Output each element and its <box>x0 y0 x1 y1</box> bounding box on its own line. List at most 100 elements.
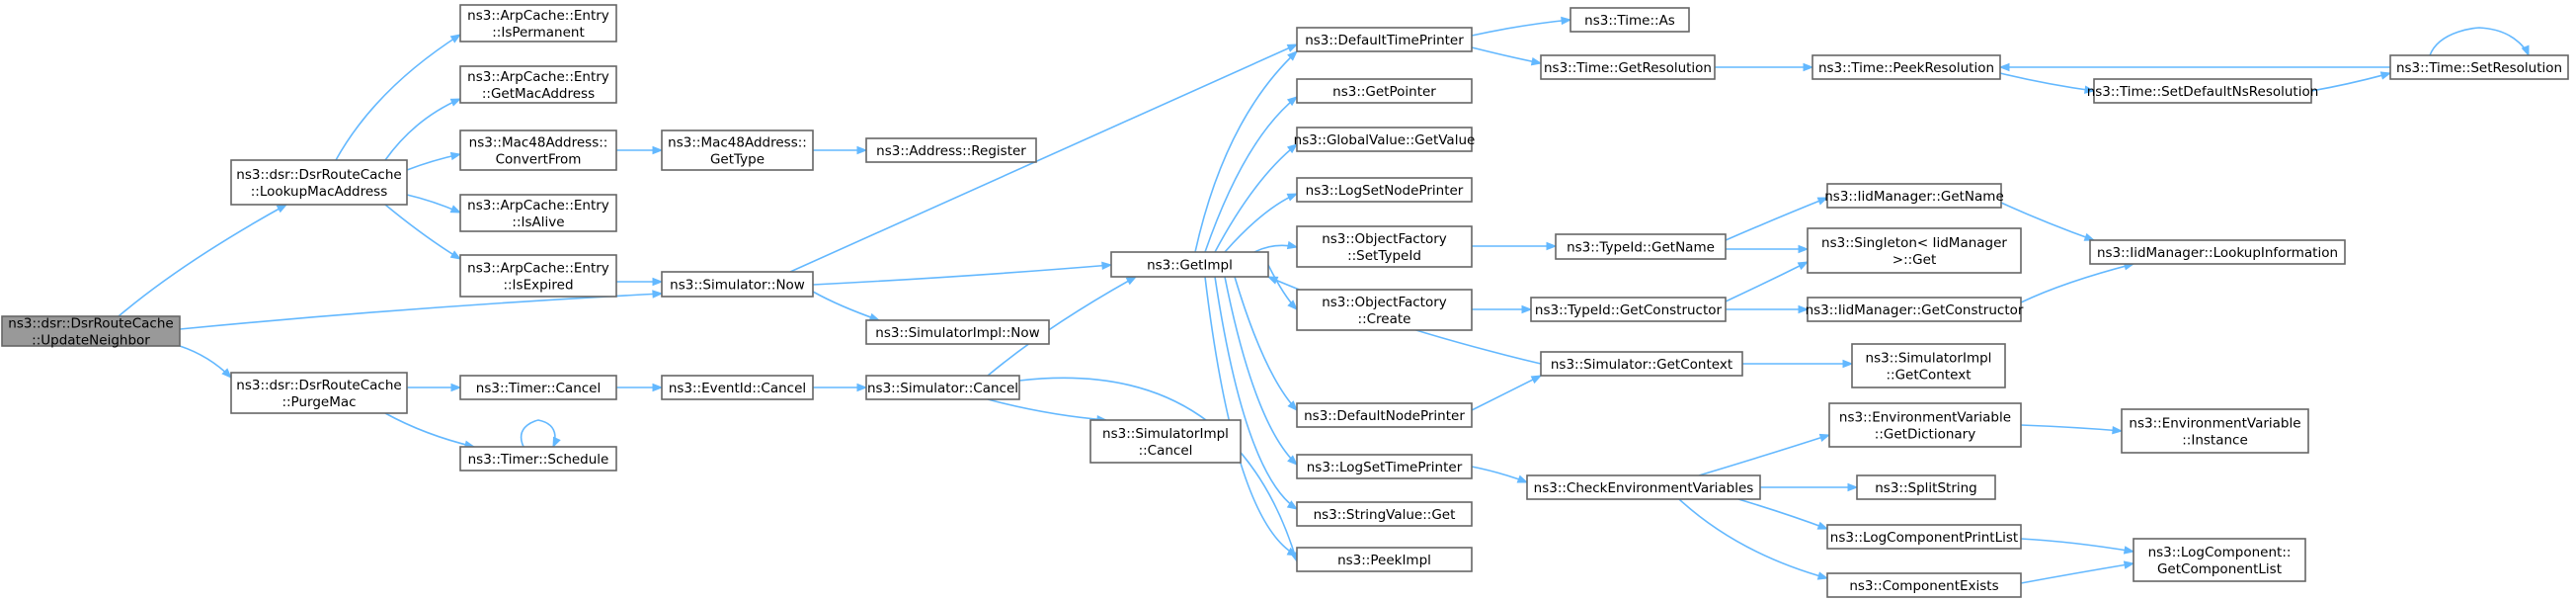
edge-getimpl-to-peekimpl <box>1204 276 1299 557</box>
arrowhead <box>449 34 462 43</box>
node-eventidcancel[interactable]: ns3::EventId::Cancel <box>661 375 814 400</box>
edge-iidgetctor-to-iidlookup <box>2020 262 2135 303</box>
node-box <box>1570 7 1690 33</box>
node-gvgetvalue[interactable]: ns3::GlobalValue::GetValue <box>1294 127 1476 152</box>
node-simcancel[interactable]: ns3::Simulator::Cancel <box>865 375 1020 400</box>
node-lookupmac[interactable]: ns3::dsr::DsrRouteCache::LookupMacAddres… <box>230 159 408 206</box>
node-label: ::Cancel <box>1139 443 1193 459</box>
node-componentexists[interactable]: ns3::ComponentExists <box>1826 572 2022 598</box>
node-label: ns3::ComponentExists <box>1849 578 1998 594</box>
node-typeidgetctor[interactable]: ns3::TypeId::GetConstructor <box>1530 297 1727 322</box>
node-box <box>1296 402 1473 428</box>
node-envinstance[interactable]: ns3::EnvironmentVariable::Instance <box>2121 408 2309 454</box>
node-defnodeprinter[interactable]: ns3::DefaultNodePrinter <box>1296 402 1473 428</box>
arrowhead <box>449 98 462 107</box>
node-timesetres[interactable]: ns3::Time::SetResolution <box>2389 54 2569 80</box>
node-updateneighbor[interactable]: ns3::dsr::DsrRouteCache::UpdateNeighbor <box>1 315 181 349</box>
edge-checkenv-to-componentexists <box>1678 498 1829 580</box>
node-typeidgetname[interactable]: ns3::TypeId::GetName <box>1555 233 1727 260</box>
edge-checkenv-to-splitstring <box>1759 482 1859 492</box>
node-label: ns3::GetImpl <box>1147 258 1233 274</box>
node-ofsettypeid[interactable]: ns3::ObjectFactory::SetTypeId <box>1296 225 1473 268</box>
edge-simcancel-to-peekimpl <box>1018 377 1299 563</box>
node-logcompgetlist[interactable]: ns3::LogComponent::GetComponentList <box>2133 538 2306 582</box>
node-box <box>230 372 408 414</box>
node-label: ns3::Simulator::GetContext <box>1551 357 1732 373</box>
node-label: ::GetMacAddress <box>482 86 595 102</box>
arrowhead <box>1266 276 1279 285</box>
node-label: ::IsExpired <box>503 278 573 294</box>
node-box <box>661 375 814 400</box>
node-label: ConvertFrom <box>496 152 582 168</box>
node-isalive[interactable]: ns3::ArpCache::Entry::IsAlive <box>459 194 617 232</box>
node-box <box>459 375 617 400</box>
node-purgemac[interactable]: ns3::dsr::DsrRouteCache::PurgeMac <box>230 372 408 414</box>
node-box <box>1296 454 1473 479</box>
node-label: ns3::SplitString <box>1875 480 1977 496</box>
node-label: ns3::dsr::DsrRouteCache <box>236 167 401 183</box>
arrowhead <box>1816 197 1829 206</box>
node-logcompprintlist[interactable]: ns3::LogComponentPrintList <box>1826 524 2022 550</box>
node-timercancel[interactable]: ns3::Timer::Cancel <box>459 375 617 400</box>
edge-mac48gettype-to-addrregister <box>812 145 868 155</box>
node-simimplnow[interactable]: ns3::SimulatorImpl::Now <box>865 319 1050 345</box>
node-simimplgetcontext[interactable]: ns3::SimulatorImpl::GetContext <box>1851 343 2006 388</box>
node-addrregister[interactable]: ns3::Address::Register <box>865 137 1037 163</box>
node-ispermanent[interactable]: ns3::ArpCache::Entry::IsPermanent <box>459 4 617 43</box>
node-getmacaddress[interactable]: ns3::ArpCache::Entry::GetMacAddress <box>459 65 617 104</box>
node-timepeekres[interactable]: ns3::Time::PeekResolution <box>1811 54 2001 80</box>
node-timegetres[interactable]: ns3::Time::GetResolution <box>1540 54 1716 80</box>
node-box <box>1828 402 2022 448</box>
node-mac48gettype[interactable]: ns3::Mac48Address::GetType <box>661 129 814 171</box>
edge-simcancel-to-simimplcancel <box>987 398 1108 424</box>
node-box <box>2389 54 2569 80</box>
node-box <box>1807 297 2022 322</box>
node-stringvalueget[interactable]: ns3::StringValue::Get <box>1296 501 1473 527</box>
node-iidgetctor[interactable]: ns3::IidManager::GetConstructor <box>1806 297 2024 322</box>
node-isexpired[interactable]: ns3::ArpCache::Entry::IsExpired <box>459 254 617 298</box>
edge-isexpired-to-simnow <box>616 277 664 287</box>
node-label: ns3::Time::PeekResolution <box>1818 60 1994 76</box>
node-logsetnodeprinter[interactable]: ns3::LogSetNodePrinter <box>1296 177 1473 203</box>
node-peekimpl[interactable]: ns3::PeekImpl <box>1296 547 1473 572</box>
node-label: ::Create <box>1358 311 1411 327</box>
edge-checkenv-to-logcompprintlist <box>1737 498 1829 530</box>
edge-line <box>1214 276 1298 510</box>
node-simimplcancel[interactable]: ns3::SimulatorImpl::Cancel <box>1089 419 1242 464</box>
node-envgetdict[interactable]: ns3::EnvironmentVariable::GetDictionary <box>1828 402 2022 448</box>
node-convertfrom[interactable]: ns3::Mac48Address::ConvertFrom <box>459 129 617 171</box>
node-box <box>865 375 1020 400</box>
node-checkenv[interactable]: ns3::CheckEnvironmentVariables <box>1526 474 1761 500</box>
node-iidgetname[interactable]: ns3::IidManager::GetName <box>1824 183 2004 209</box>
arrowhead <box>1286 96 1299 107</box>
node-getimpl[interactable]: ns3::GetImpl <box>1110 251 1269 278</box>
node-label: ns3::TypeId::GetConstructor <box>1535 302 1723 318</box>
node-label: ns3::SimulatorImpl <box>1102 426 1229 442</box>
node-deftimeprinter[interactable]: ns3::DefaultTimePrinter <box>1296 27 1473 52</box>
node-singletonget[interactable]: ns3::Singleton< IidManager >::Get <box>1807 227 2022 274</box>
arrowhead <box>2521 44 2530 57</box>
node-timesetdefns[interactable]: ns3::Time::SetDefaultNsResolution <box>2087 78 2319 104</box>
edge-line <box>2020 562 2134 584</box>
arrowhead <box>652 290 664 299</box>
node-timeas[interactable]: ns3::Time::As <box>1570 7 1690 33</box>
edge-timesetres-to-timepeekres <box>1998 62 2390 72</box>
node-box <box>1807 227 2022 274</box>
edge-updateneighbor-to-lookupmac <box>118 204 288 317</box>
node-box <box>1540 54 1716 80</box>
node-label: ::Instance <box>2182 433 2248 449</box>
node-simnow[interactable]: ns3::Simulator::Now <box>661 271 814 298</box>
node-box <box>661 271 814 298</box>
node-simgetcontext[interactable]: ns3::Simulator::GetContext <box>1540 351 1743 377</box>
node-ofcreate[interactable]: ns3::ObjectFactory::Create <box>1296 289 1473 331</box>
node-splitstring[interactable]: ns3::SplitString <box>1856 474 1996 500</box>
node-timerschedule[interactable]: ns3::Timer::Schedule <box>459 446 617 472</box>
node-box <box>1555 233 1727 260</box>
arrowhead <box>221 368 232 379</box>
node-logsettimeprinter[interactable]: ns3::LogSetTimePrinter <box>1296 454 1473 479</box>
node-box <box>1526 474 1761 500</box>
node-iidlookup[interactable]: ns3::IidManager::LookupInformation <box>2089 239 2346 265</box>
edge-logsettimeprinter-to-checkenv <box>1471 466 1529 483</box>
node-getpointer[interactable]: ns3::GetPointer <box>1296 78 1473 104</box>
